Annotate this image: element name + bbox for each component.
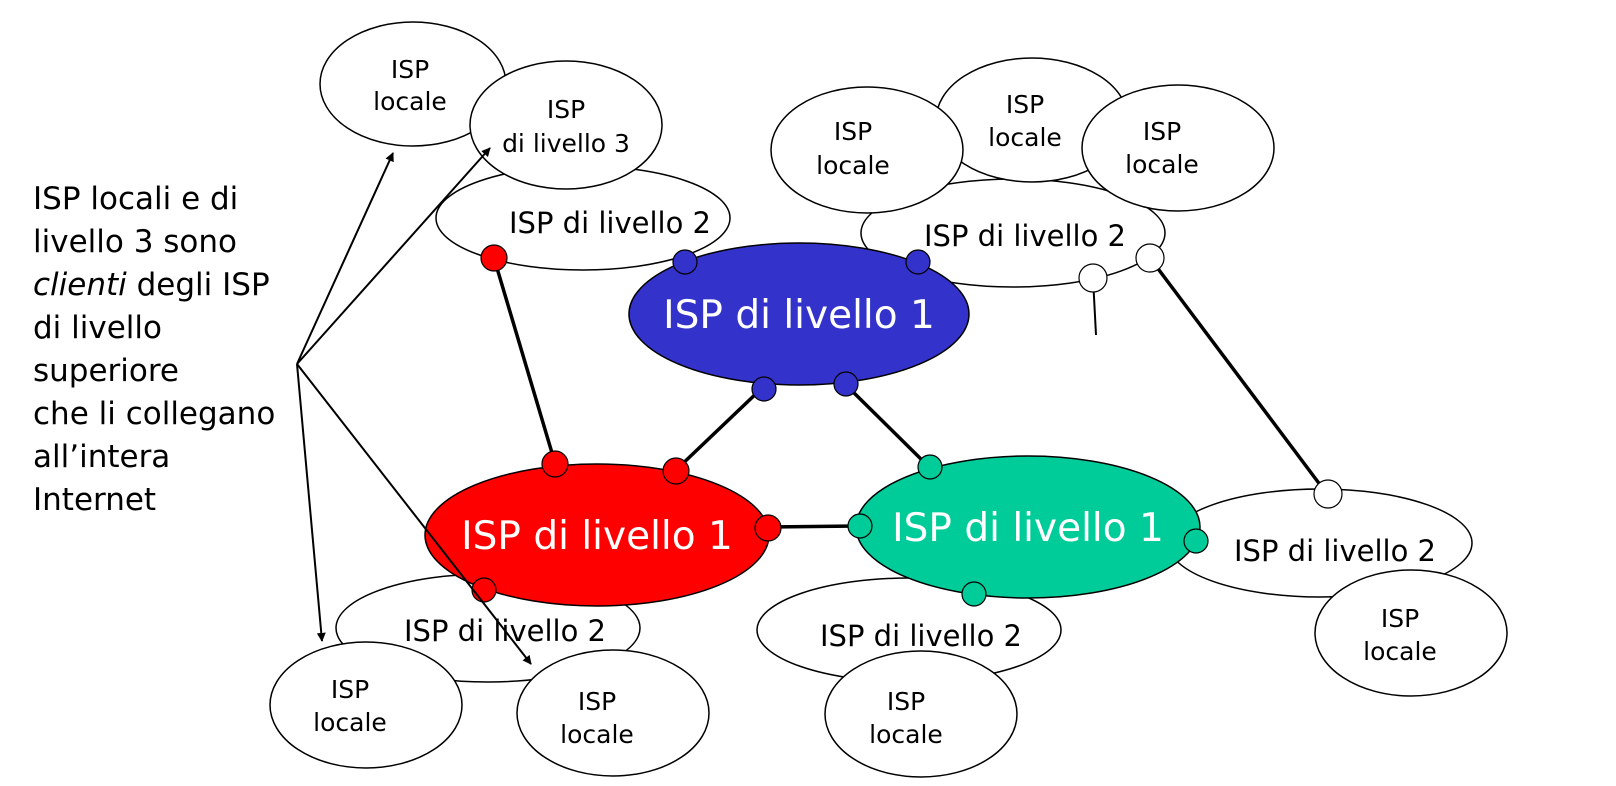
isp-tier3-top-left: ISP di livello 3: [469, 60, 663, 190]
dot-green-4: [961, 581, 987, 607]
isp-locale-top-left-of-right: ISP locale: [770, 86, 964, 214]
dot-red-3: [662, 457, 690, 485]
tier1-blue-ellipse: [628, 242, 970, 386]
link-tier2-right-top-bottom: [1148, 256, 1329, 496]
isp-tier1-red: ISP di livello 1: [424, 463, 770, 607]
svg-text:ISP di livello 2: ISP di livello 2: [1234, 534, 1436, 568]
dot-red-1: [480, 244, 508, 272]
link-blue-green: [844, 383, 929, 467]
side-line-6: che li collegano: [33, 396, 276, 432]
side-description: ISP locali e di livello 3 sono clienti d…: [33, 178, 323, 522]
svg-text:di livello 3: di livello 3: [502, 129, 630, 158]
arrow-to-locale-bottom-center: [296, 363, 532, 665]
connection-dots: [471, 243, 1343, 607]
svg-text:ISP di livello 1: ISP di livello 1: [892, 506, 1164, 551]
dot-red-4: [754, 514, 782, 542]
svg-text:ISP di livello 2: ISP di livello 2: [509, 206, 711, 240]
dot-white-2: [1135, 243, 1165, 273]
isp-locale-top-center: ISP locale: [935, 57, 1129, 183]
svg-text:locale: locale: [1125, 150, 1199, 179]
isp-locale-bottom-left-center: ISP locale: [516, 649, 710, 777]
isp-tier2-top-left: ISP di livello 2: [435, 165, 731, 271]
dot-blue-1: [672, 249, 698, 275]
isp-tier1-green: ISP di livello 1: [855, 455, 1201, 599]
dot-white-1: [1078, 263, 1108, 293]
side-line-4: di livello: [33, 310, 162, 346]
svg-text:locale: locale: [313, 708, 387, 737]
svg-text:locale: locale: [373, 87, 447, 116]
side-italic-clienti: clienti: [33, 267, 127, 303]
svg-text:ISP di livello 1: ISP di livello 1: [663, 293, 935, 338]
link-red-blue: [674, 386, 764, 472]
side-line-1: ISP locali e di: [33, 181, 239, 217]
svg-text:locale: locale: [560, 720, 634, 749]
pointer-arrows: [296, 147, 532, 665]
arrow-to-tier3: [296, 147, 491, 365]
svg-text:locale: locale: [988, 123, 1062, 152]
dot-green-1: [917, 454, 943, 480]
svg-text:ISP: ISP: [391, 55, 429, 84]
svg-text:locale: locale: [869, 720, 943, 749]
svg-text:ISP: ISP: [1381, 604, 1419, 633]
arrow-to-locale-bottom-left: [296, 363, 326, 642]
side-line-5: superiore: [33, 353, 180, 389]
dot-blue-2: [905, 249, 931, 275]
arrow-to-locale-top: [296, 152, 394, 365]
svg-text:ISP: ISP: [1143, 117, 1181, 146]
isp-tier2-top-right: ISP di livello 2: [860, 178, 1166, 288]
dot-green-3: [1183, 528, 1209, 554]
dot-green-2: [847, 513, 873, 539]
side-line-7: all’intera: [33, 439, 171, 475]
connection-lines: [492, 256, 1329, 529]
svg-text:ISP: ISP: [331, 675, 369, 704]
svg-text:ISP: ISP: [1006, 90, 1044, 119]
link-red-tier2-top-left: [492, 257, 557, 464]
side-line-3-rest: degli ISP: [126, 267, 270, 303]
isp-locale-bottom-right: ISP locale: [1314, 569, 1508, 697]
isp-locale-bottom-center: ISP locale: [824, 650, 1018, 778]
dot-red-5: [471, 577, 497, 603]
dot-blue-3: [751, 376, 777, 402]
dot-red-2: [541, 450, 569, 478]
svg-text:ISP: ISP: [547, 95, 585, 124]
svg-text:ISP di livello 1: ISP di livello 1: [461, 514, 733, 559]
isp-tier1-blue: ISP di livello 1: [628, 242, 970, 386]
svg-text:ISP di livello 2: ISP di livello 2: [820, 619, 1022, 653]
isp-locale-bottom-left: ISP locale: [269, 641, 463, 769]
side-line-2: livello 3 sono: [33, 224, 237, 260]
isp-locale-top-right: ISP locale: [1081, 84, 1275, 212]
isp-locale-top-left: ISP locale: [319, 21, 507, 147]
side-line-3: clienti degli ISP: [33, 264, 323, 307]
dot-white-3: [1313, 479, 1343, 509]
svg-text:ISP di livello 2: ISP di livello 2: [924, 219, 1126, 253]
svg-text:locale: locale: [816, 151, 890, 180]
svg-text:ISP: ISP: [834, 117, 872, 146]
side-line-8: Internet: [33, 482, 157, 518]
svg-text:ISP: ISP: [887, 687, 925, 716]
svg-text:locale: locale: [1363, 637, 1437, 666]
dot-blue-4: [833, 371, 859, 397]
link-red-green: [767, 524, 859, 529]
svg-text:ISP: ISP: [578, 687, 616, 716]
